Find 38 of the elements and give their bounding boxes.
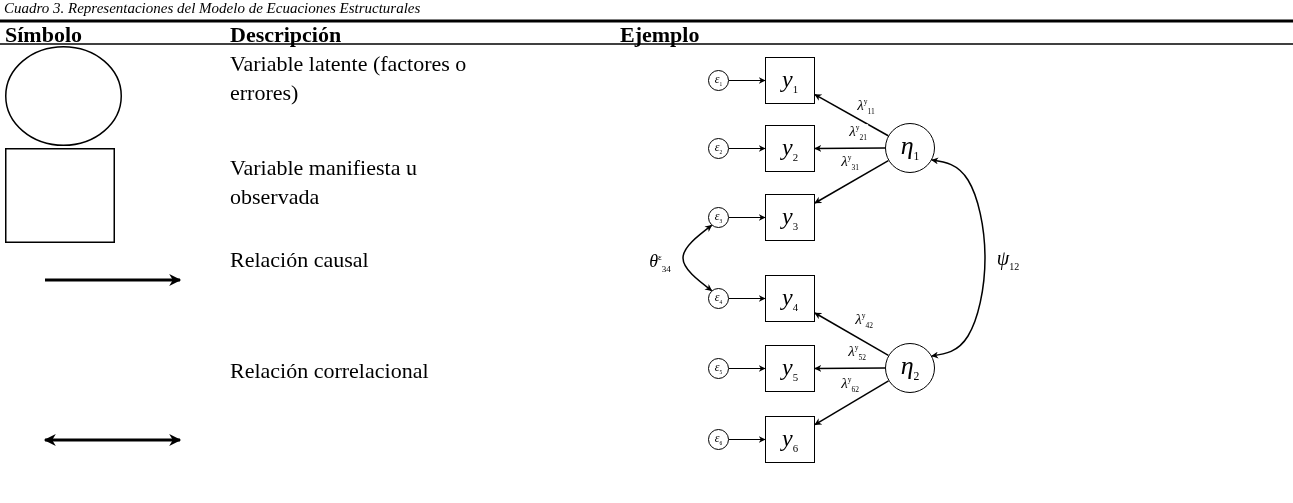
latent-factor-circle: η$_{2}$ bbox=[885, 343, 935, 393]
description-text: Relación causal bbox=[230, 246, 370, 274]
error-circle: ε$_{1}$ bbox=[708, 70, 729, 91]
description-text: Variable latente (factores o errores) bbox=[230, 50, 468, 107]
arrow bbox=[728, 77, 766, 84]
double-headed-arrow bbox=[682, 224, 713, 292]
error-circle: ε$_{2}$ bbox=[708, 138, 729, 159]
column-header: Símbolo bbox=[5, 24, 83, 46]
arrow bbox=[728, 295, 766, 302]
observed-variable-box: y$_{4}$ bbox=[765, 275, 815, 322]
observed-variable-box: y$_{5}$ bbox=[765, 345, 815, 392]
observed-variable-box: y$_{1}$ bbox=[765, 57, 815, 104]
arrow bbox=[814, 380, 890, 426]
arrow bbox=[728, 214, 766, 221]
error-circle: ε$_{5}$ bbox=[708, 358, 729, 379]
arrow bbox=[814, 144, 886, 152]
arrow bbox=[814, 159, 890, 204]
description-text: Relación correlacional bbox=[230, 357, 430, 385]
column-header: Ejemplo bbox=[620, 24, 700, 46]
table-title: Cuadro 3. Representaciones del Modelo de Ecuaciones Estructurales bbox=[4, 1, 421, 16]
arrow bbox=[814, 312, 890, 357]
observed-variable-box: y$_{2}$ bbox=[765, 125, 815, 172]
observed-variable-box: y$_{6}$ bbox=[765, 416, 815, 463]
observed-variable-square bbox=[5, 148, 115, 243]
arrow bbox=[814, 364, 886, 372]
observed-variable-box: y$_{3}$ bbox=[765, 194, 815, 241]
arrow bbox=[728, 145, 766, 152]
double-headed-arrow bbox=[931, 157, 986, 359]
error-circle: ε$_{6}$ bbox=[708, 429, 729, 450]
description-text: Variable manifiesta u observada bbox=[230, 154, 418, 211]
arrow bbox=[728, 436, 766, 443]
error-circle: ε$_{3}$ bbox=[708, 207, 729, 228]
column-header: Descripción bbox=[230, 24, 342, 46]
latent-factor-circle: η$_{1}$ bbox=[885, 123, 935, 173]
arrow bbox=[814, 93, 889, 137]
latent-variable-circle bbox=[5, 46, 122, 146]
error-circle: ε$_{4}$ bbox=[708, 288, 729, 309]
arrow bbox=[728, 365, 766, 372]
